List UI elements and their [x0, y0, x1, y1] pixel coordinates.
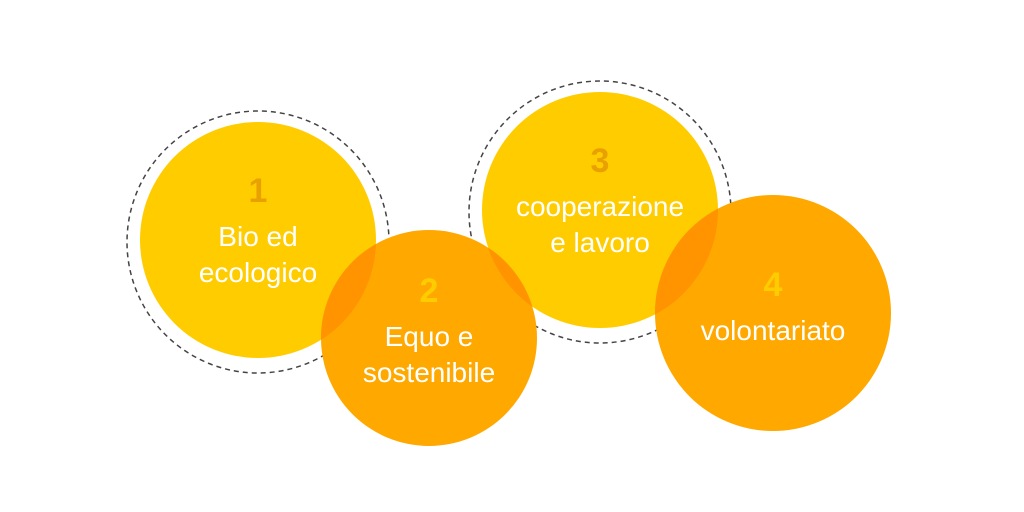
circle-2-label-line-2: sostenibile — [363, 357, 495, 388]
circle-2 — [321, 230, 537, 446]
circle-1-label-line-2: ecologico — [199, 257, 317, 288]
circle-3-number: 3 — [591, 142, 610, 180]
circle-2-label-line-1: Equo e — [385, 321, 474, 352]
circle-3-label-line-1: cooperazione — [516, 191, 684, 222]
circle-4-number: 4 — [764, 266, 783, 304]
circle-2-number: 2 — [420, 272, 439, 310]
circle-3-label-line-2: e lavoro — [550, 227, 650, 258]
circle-1-label-line-1: Bio ed — [218, 221, 297, 252]
circle-4-label-line-1: volontariato — [701, 315, 846, 346]
circle-1 — [140, 122, 376, 358]
circle-1-number: 1 — [249, 172, 268, 210]
circle-4 — [655, 195, 891, 431]
circle-3 — [482, 92, 718, 328]
